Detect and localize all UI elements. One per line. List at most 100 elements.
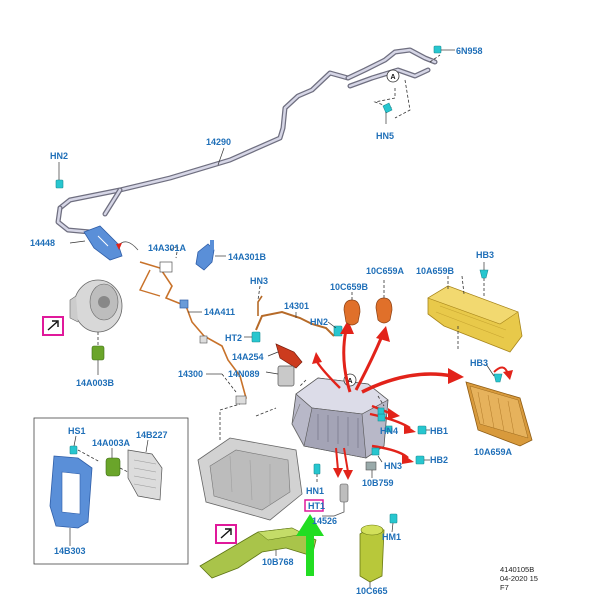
clip-icon	[55, 179, 64, 189]
connector-14448	[83, 225, 123, 261]
red-arrows	[312, 320, 464, 480]
clip-icon	[389, 513, 398, 524]
bolt-icon	[371, 447, 380, 456]
label-HB1: HB1	[430, 426, 448, 436]
guide-line	[351, 280, 385, 300]
callout-a-label: A	[390, 74, 395, 81]
battery-module-assembly	[291, 377, 389, 459]
label-HM1: HM1	[382, 532, 401, 542]
leader-line	[391, 522, 394, 533]
meta-line-1: 4140105B	[500, 565, 534, 574]
guide-line	[169, 245, 179, 259]
clip-icon	[385, 425, 393, 433]
clip-icon	[479, 269, 489, 279]
clip-icon	[382, 102, 393, 114]
label-14A411: 14A411	[204, 307, 235, 317]
red-arrow	[117, 241, 139, 251]
label-14A003B: 14A003B	[76, 378, 115, 388]
clip-icon	[313, 463, 321, 475]
guide-line	[394, 79, 411, 119]
guide-line	[373, 88, 396, 109]
leader-line	[73, 435, 77, 447]
label-HB2: HB2	[430, 455, 448, 465]
leader-line	[377, 455, 383, 463]
part-labels: 6N958 HN5 14290 HN2 14448 14A301A 14A301…	[30, 46, 513, 595]
leader-line	[485, 363, 495, 377]
label-10A659A: 10A659A	[474, 447, 513, 457]
label-14448: 14448	[30, 238, 55, 248]
label-14A254: 14A254	[232, 352, 264, 362]
meta-line-3: F7	[500, 583, 509, 592]
drawing-meta: 4140105B 04-2020 15 F7	[500, 565, 538, 592]
label-HN3-mid: HN3	[250, 276, 268, 286]
label-10B768: 10B768	[262, 557, 294, 567]
label-HS1: HS1	[68, 426, 86, 436]
label-14B227: 14B227	[136, 430, 168, 440]
clip-icon	[493, 373, 503, 383]
label-10C665: 10C665	[356, 586, 388, 595]
tray-10A659A	[465, 381, 533, 447]
label-14301: 14301	[284, 301, 309, 311]
guide-line	[221, 373, 237, 393]
highlight-arrow	[296, 514, 324, 576]
sensor-14526	[333, 483, 349, 517]
label-10C659A: 10C659A	[366, 266, 405, 276]
guide-line	[447, 275, 465, 295]
label-14526: 14526	[312, 516, 337, 526]
label-14300: 14300	[178, 369, 203, 379]
label-HB3-mid: HB3	[470, 358, 488, 368]
guide-line	[299, 379, 385, 407]
bolt-icon	[377, 413, 386, 422]
hyperlink-icon-left[interactable]	[42, 316, 64, 336]
ht1-highlight: HT1	[304, 499, 325, 512]
clip-icon	[433, 45, 442, 54]
label-10A659B: 10A659B	[416, 266, 455, 276]
label-HN4: HN4	[380, 426, 398, 436]
leader-line	[69, 240, 86, 244]
label-14N089: 14N089	[228, 369, 260, 379]
guide-line	[429, 54, 441, 63]
label-HN2-top: HN2	[50, 151, 68, 161]
label-14B303: 14B303	[54, 546, 86, 556]
part-10C659B	[343, 299, 361, 326]
leader-line	[267, 351, 279, 357]
label-14290: 14290	[206, 137, 231, 147]
guide-line	[77, 449, 129, 473]
clip-icon	[251, 331, 261, 343]
sensor-14A254	[275, 343, 303, 369]
leader-line	[327, 321, 337, 329]
bracket-14A301B	[195, 240, 215, 271]
label-HN5: HN5	[376, 131, 394, 141]
label-14A301B: 14A301B	[228, 252, 267, 262]
label-10C659B: 10C659B	[330, 282, 369, 292]
label-HN3-low: HN3	[384, 461, 402, 471]
label-HT2: HT2	[225, 333, 242, 343]
part-10C659A	[375, 297, 393, 324]
leader-line	[217, 147, 225, 166]
pump-14A003B	[69, 279, 123, 361]
leader-line	[145, 439, 149, 453]
tray-10A659B	[427, 285, 523, 353]
meta-line-2: 04-2020 15	[500, 574, 538, 583]
red-arrow-head	[116, 243, 122, 250]
label-HT1: HT1	[308, 501, 325, 511]
label-14A003A: 14A003A	[92, 438, 131, 448]
label-14A301A: 14A301A	[148, 243, 187, 253]
label-6N958: 6N958	[456, 46, 483, 56]
guide-line	[257, 285, 261, 301]
label-HN1: HN1	[306, 486, 324, 496]
label-HN2-mid: HN2	[310, 317, 328, 327]
callout-a-label: A	[347, 378, 352, 385]
module-14N089	[277, 365, 295, 387]
inset-box	[33, 417, 189, 565]
hyperlink-icon-bottom[interactable]	[215, 524, 237, 544]
bolt-icon	[415, 455, 425, 465]
bolt-icon	[417, 425, 427, 435]
guide-line	[219, 403, 277, 440]
clip-icon	[377, 407, 385, 415]
label-HB3-top: HB3	[476, 250, 494, 260]
callout-a-top: A	[386, 69, 400, 83]
sump-tray	[197, 437, 303, 521]
harness-14301	[255, 295, 335, 337]
